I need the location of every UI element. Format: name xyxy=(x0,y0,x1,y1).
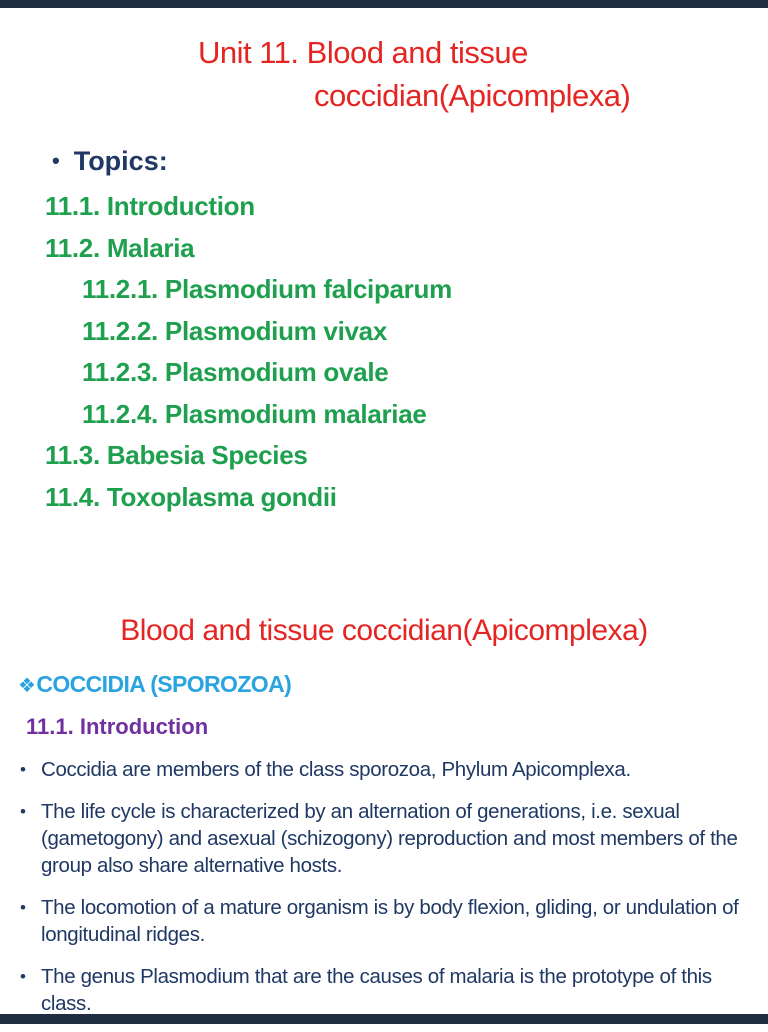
slide1-title-line1: Unit 11. Blood and tissue xyxy=(198,35,528,70)
list-item: • The locomotion of a mature organism is… xyxy=(20,894,768,948)
outline-item: 11.3. Babesia Species xyxy=(45,440,308,470)
list-item: • Coccidia are members of the class spor… xyxy=(20,756,768,783)
page-top-edge-bar xyxy=(0,0,768,8)
topics-outline-list: 11.1. Introduction 11.2. Malaria 11.2.1.… xyxy=(0,186,768,518)
outline-item: 11.2.1. Plasmodium falciparum xyxy=(82,274,452,304)
slide2-title: Blood and tissue coccidian(Apicomplexa) xyxy=(120,614,648,647)
slide-introduction: Blood and tissue coccidian(Apicomplexa) … xyxy=(0,598,768,1032)
outline-item: 11.2.4. Plasmodium malariae xyxy=(82,398,427,429)
bullet-icon: • xyxy=(20,802,26,821)
bullet-text: The life cycle is characterized by an al… xyxy=(41,800,738,877)
bullet-text: The genus Plasmodium that are the causes… xyxy=(41,965,712,1015)
bullet-text: Coccidia are members of the class sporoz… xyxy=(41,758,631,781)
list-item: • The genus Plasmodium that are the caus… xyxy=(20,963,768,1017)
outline-item: 11.2.3. Plasmodium ovale xyxy=(82,357,389,387)
bullet-icon: • xyxy=(52,148,60,173)
outline-item: 11.4. Toxoplasma gondii xyxy=(45,481,337,512)
bullet-text: The locomotion of a mature organism is b… xyxy=(41,896,739,946)
bullet-icon: • xyxy=(20,760,26,779)
topics-heading: • Topics: xyxy=(52,142,768,180)
diamond-bullet-icon: ❖ xyxy=(18,673,36,697)
introduction-bullet-list: • Coccidia are members of the class spor… xyxy=(0,756,768,1017)
slide1-title: Unit 11. Blood and tissue coccidian(Apic… xyxy=(0,31,768,117)
section-heading-label: COCCIDIA (SPOROZOA) xyxy=(36,671,292,697)
bullet-icon: • xyxy=(20,898,26,917)
slide1-title-line2: coccidian(Apicomplexa) xyxy=(314,78,631,113)
slide-outline: Unit 11. Blood and tissue coccidian(Apic… xyxy=(0,31,768,518)
outline-item: 11.1. Introduction xyxy=(45,191,255,221)
section-heading-coccidia: ❖COCCIDIA (SPOROZOA) xyxy=(18,670,768,699)
topics-label: Topics: xyxy=(73,146,168,176)
page-bottom-edge-bar xyxy=(0,1014,768,1024)
outline-item: 11.2. Malaria xyxy=(45,232,195,263)
outline-item: 11.2.2. Plasmodium vivax xyxy=(82,315,387,346)
subsection-heading-introduction: 11.1. Introduction xyxy=(26,714,209,739)
bullet-icon: • xyxy=(20,967,26,986)
list-item: • The life cycle is characterized by an … xyxy=(20,798,768,879)
